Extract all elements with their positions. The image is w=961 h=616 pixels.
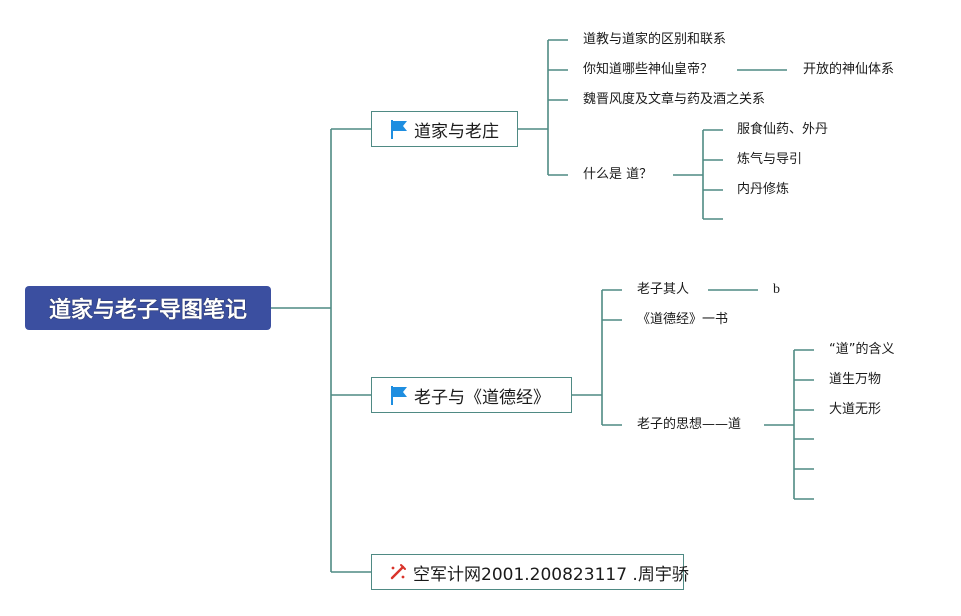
node-neidan-xiulian[interactable]: 内丹修炼 — [737, 182, 790, 197]
branch-daojia-laozhuang[interactable]: 道家与老庄 — [371, 111, 518, 147]
root-title: 道家与老子导图笔记 — [48, 298, 247, 323]
node-shenxian-tixi[interactable]: 开放的神仙体系 — [803, 62, 895, 77]
flag-icon — [391, 386, 407, 405]
branch-author[interactable]: 空军计网2001.200823117 .周宇骄 — [371, 554, 689, 590]
node-shenxian-huangdi[interactable]: 你知道哪些神仙皇帝？ — [583, 62, 714, 77]
node-daojiao-daojia[interactable]: 道教与道家的区别和联系 — [583, 32, 727, 47]
node-b[interactable]: b — [773, 282, 780, 297]
branch-laozi-daodejing[interactable]: 老子与《道德经》 — [371, 377, 572, 413]
node-fushi-xianyao[interactable]: 服食仙药、外丹 — [737, 122, 829, 137]
pen-icon — [390, 564, 406, 580]
branch-label: 空军计网2001.200823117 .周宇骄 — [413, 564, 689, 585]
node-dao-sheng-wanwu[interactable]: 道生万物 — [829, 372, 882, 387]
node-shenme-shi-dao[interactable]: 什么是 道？ — [583, 167, 653, 182]
node-weijin-fengdu[interactable]: 魏晋风度及文章与药及酒之关系 — [583, 92, 766, 107]
branch-label: 道家与老庄 — [414, 121, 499, 142]
node-dadao-wuxing[interactable]: 大道无形 — [829, 402, 882, 417]
branch-label: 老子与《道德经》 — [414, 387, 550, 408]
node-laozi-sixiang[interactable]: 老子的思想——道 — [637, 417, 742, 432]
root-topic[interactable]: 道家与老子导图笔记 — [25, 286, 271, 330]
node-daodejing-yishu[interactable]: 《道德经》一书 — [637, 312, 729, 327]
node-lianqi-daoyin[interactable]: 炼气与导引 — [737, 152, 803, 167]
flag-icon — [391, 120, 407, 139]
node-dao-hanyi[interactable]: “道”的含义 — [829, 342, 895, 357]
node-laozi-qiren[interactable]: 老子其人 — [637, 282, 690, 297]
